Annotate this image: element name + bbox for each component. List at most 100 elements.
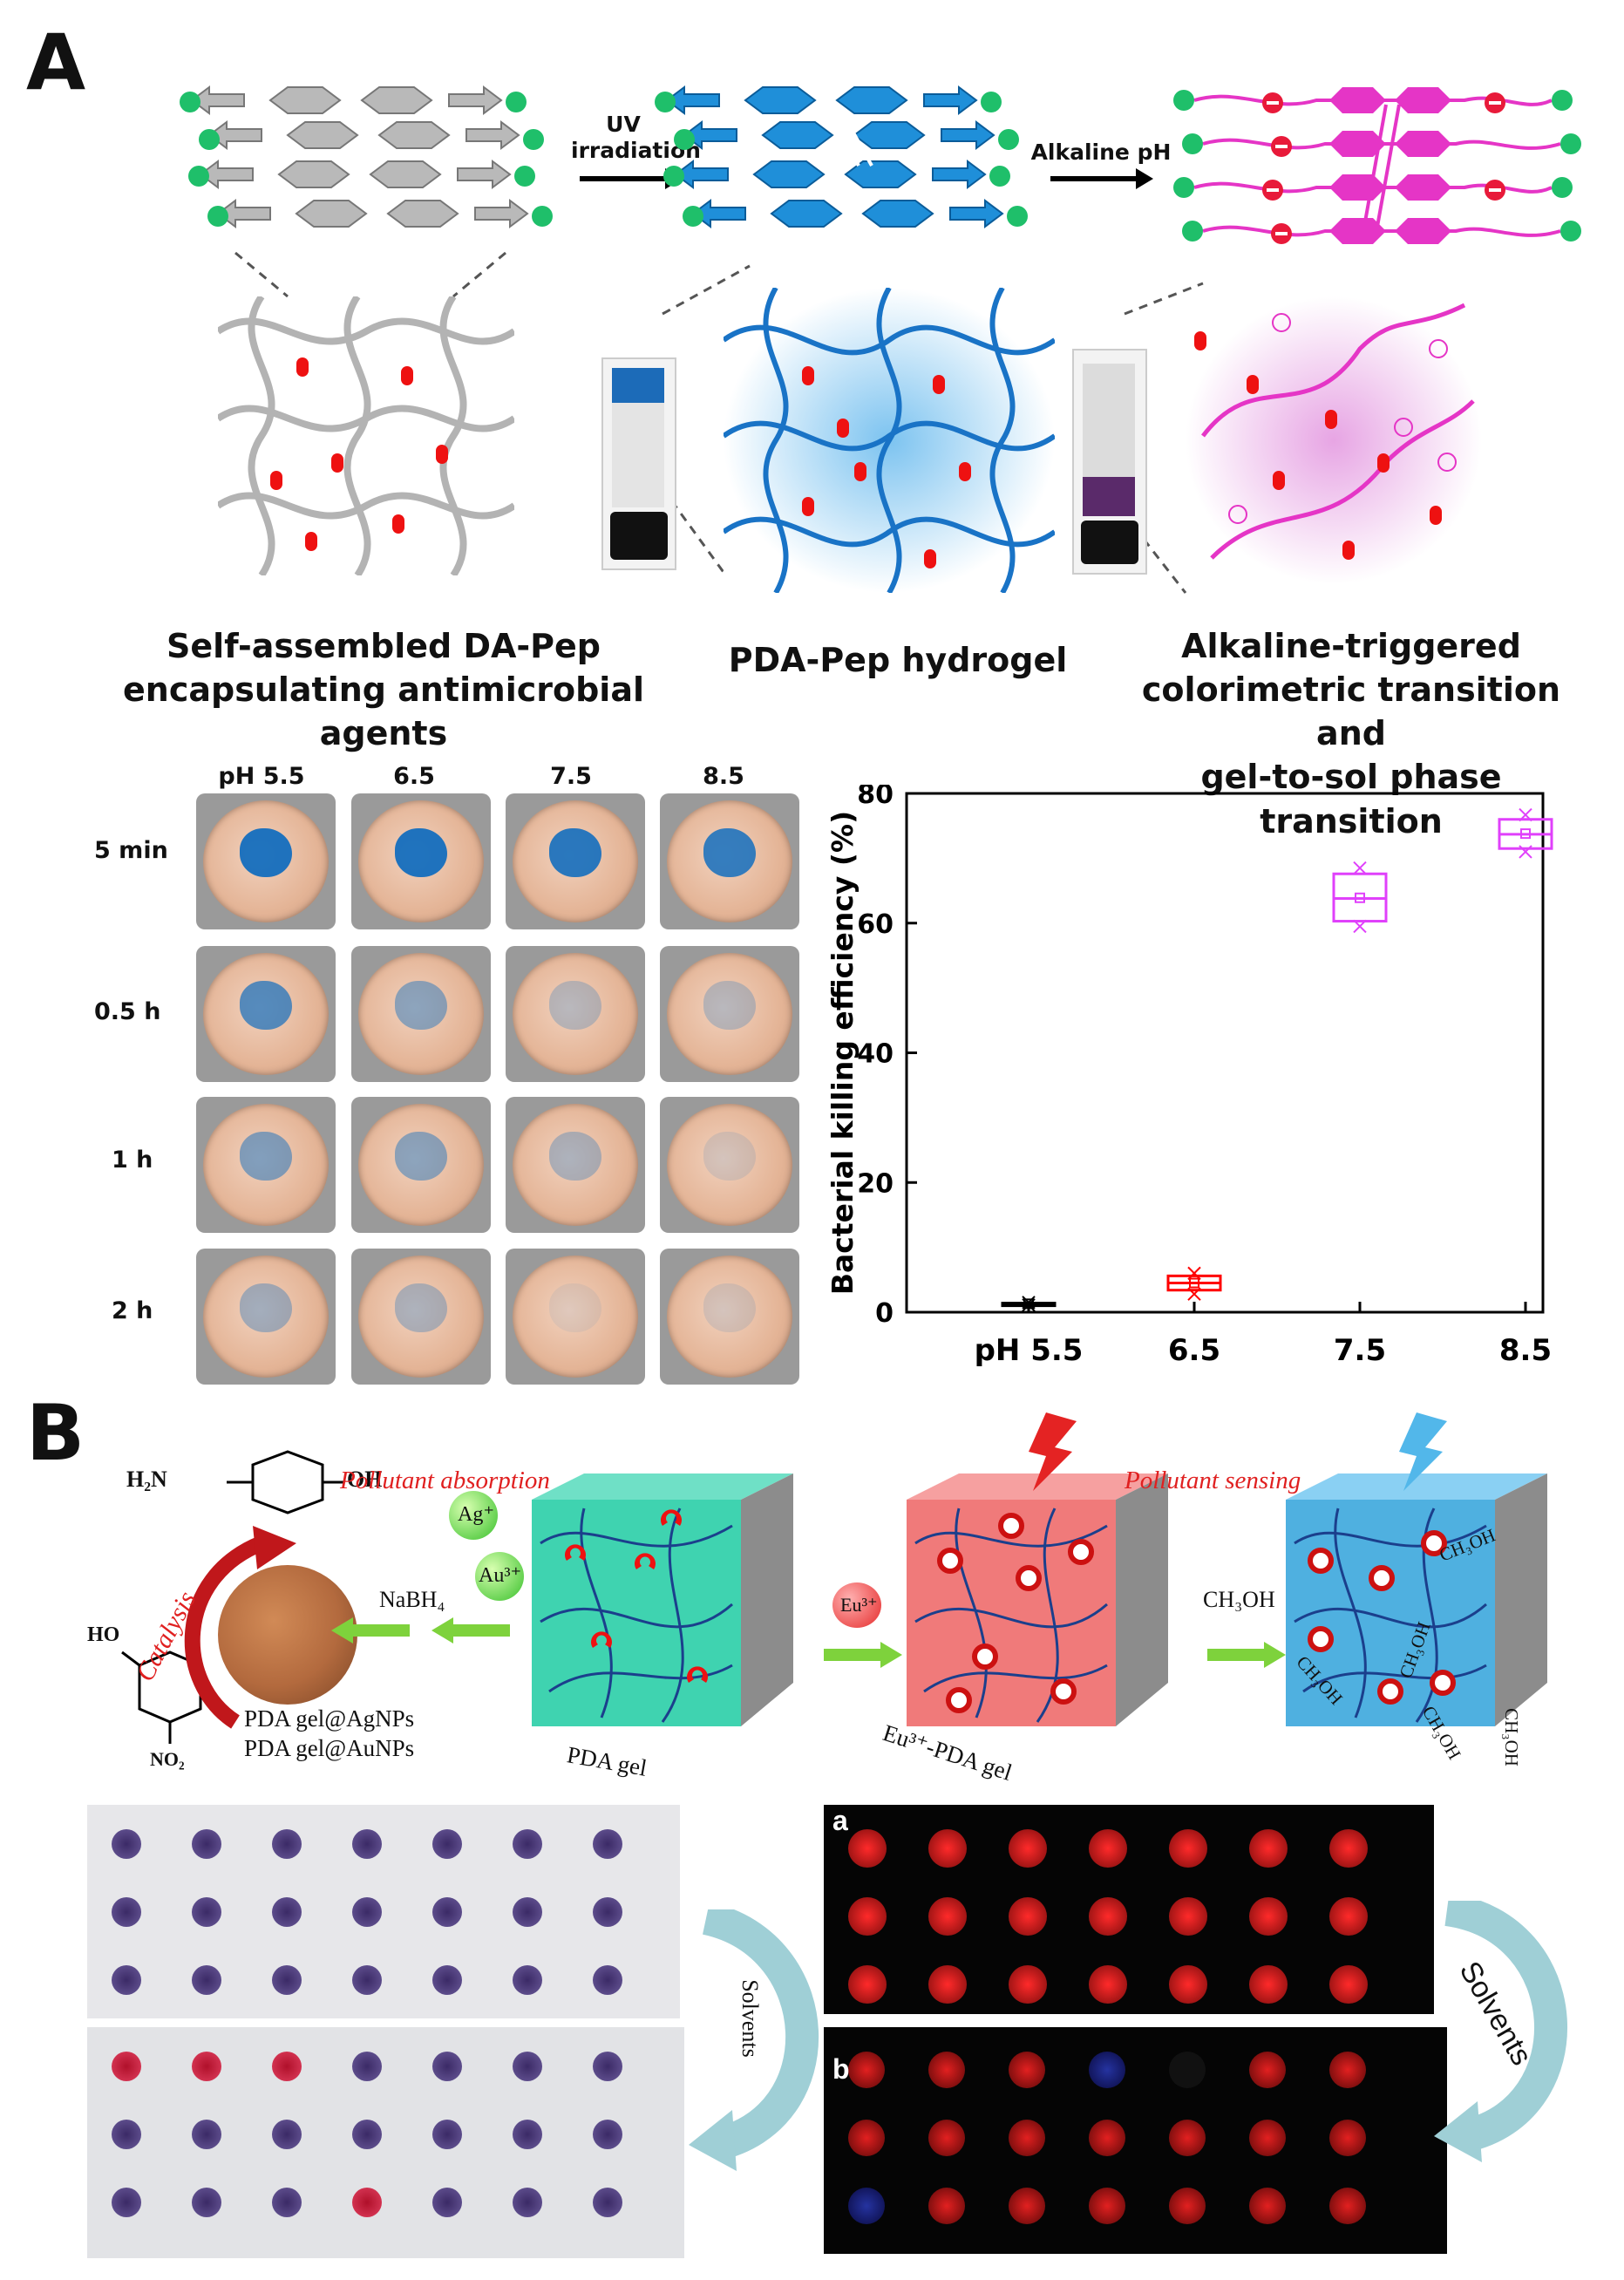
extreme-marker	[1022, 1298, 1036, 1312]
pollutant-absorption-label: Pollutant absorption	[340, 1467, 550, 1494]
sample-spot	[192, 2052, 221, 2081]
sample-spot	[1089, 1829, 1127, 1868]
reduction-arrows	[331, 1617, 510, 1644]
vial-purple-sol-photo	[1072, 349, 1147, 575]
sample-spot	[1089, 2188, 1125, 2224]
sample-spot	[352, 1829, 382, 1859]
hydrogel-well-photo	[660, 1249, 799, 1385]
nitrophenol-structure	[121, 1650, 202, 1744]
grid-col-head-3: 8.5	[703, 763, 744, 790]
sample-spot	[1249, 1965, 1288, 2004]
paper-dots-photo-top	[87, 1805, 680, 2018]
sample-spot	[112, 1897, 141, 1927]
nitrophenol-ho-label: HO	[87, 1623, 120, 1646]
sample-spot	[432, 2120, 462, 2149]
hydrogel-well-photo	[351, 793, 491, 929]
sample-spot	[1249, 1829, 1288, 1868]
sample-spot	[112, 1965, 141, 1995]
nanoparticle-gel-photo	[218, 1565, 357, 1705]
sample-spot	[1089, 1965, 1127, 2004]
sample-spot	[513, 2120, 542, 2149]
gel-products-label: PDA gel@AgNPs PDA gel@AuNPs	[244, 1705, 415, 1761]
y-tick-label: 20	[857, 1168, 894, 1199]
x-tick-label: 8.5	[1499, 1333, 1552, 1368]
sample-spot	[928, 1965, 967, 2004]
panel-b-letter: B	[26, 1388, 85, 1478]
sample-spot	[272, 2052, 302, 2081]
hydrogel-well-photo	[506, 1097, 645, 1233]
sample-spot	[1009, 2188, 1045, 2224]
hydrogel-well-photo	[351, 1097, 491, 1233]
sample-spot	[112, 2052, 141, 2081]
fluorescence-photo-a	[824, 1805, 1434, 2014]
sample-spot	[432, 2188, 462, 2217]
grid-row-head-0: 5 min	[94, 837, 168, 864]
au-ion-sphere	[475, 1552, 524, 1601]
sample-spot	[1249, 1897, 1288, 1936]
sample-spot	[1089, 1897, 1127, 1936]
ag-ion-label: Ag⁺	[458, 1503, 494, 1526]
sample-spot	[928, 2120, 965, 2156]
sample-spot	[1169, 1965, 1207, 2004]
alkaline-ph-label: Alkaline pH	[1030, 140, 1172, 165]
sample-spot	[1169, 2120, 1206, 2156]
hydrogel-well-photo	[351, 1249, 491, 1385]
green-arrow-ch3oh	[1207, 1642, 1286, 1668]
grid-col-head-1: 6.5	[393, 763, 435, 790]
sample-spot	[432, 1829, 462, 1859]
sample-spot	[352, 1897, 382, 1927]
sample-spot	[513, 1965, 542, 1995]
x-tick-label: 7.5	[1334, 1333, 1386, 1368]
sample-spot	[593, 1829, 622, 1859]
sample-spot	[1329, 2120, 1366, 2156]
extreme-marker	[1022, 1296, 1036, 1310]
eu-ion-label: Eu³⁺	[840, 1594, 878, 1616]
extreme-marker	[1519, 807, 1532, 822]
fluorescence-label-b: b	[832, 2053, 850, 2085]
sample-spot	[513, 2052, 542, 2081]
sample-spot	[1329, 2188, 1366, 2224]
sample-spot	[1009, 2052, 1045, 2088]
y-tick-label: 60	[857, 909, 894, 940]
hydrogel-well-photo	[196, 1097, 336, 1233]
sample-spot	[1249, 2052, 1286, 2088]
hydrogel-well-photo	[196, 1249, 336, 1385]
plot-frame	[905, 792, 1545, 1314]
sample-spot	[928, 2052, 965, 2088]
grid-row-head-3: 2 h	[112, 1297, 153, 1324]
da-pep-network	[218, 296, 514, 575]
grid-row-head-1: 0.5 h	[94, 998, 161, 1025]
y-tick-label: 80	[857, 785, 894, 810]
hydrogel-well-photo	[660, 793, 799, 929]
sample-spot	[192, 1965, 221, 1995]
grid-col-head-0: pH 5.5	[218, 763, 305, 790]
hydrogel-well-photo	[196, 793, 336, 929]
aminophenol-oh-label: OH	[347, 1467, 383, 1492]
eu-pda-gel-cube	[907, 1473, 1168, 1726]
sample-spot	[1169, 2052, 1206, 2088]
sample-spot	[513, 1829, 542, 1859]
sample-spot	[593, 1965, 622, 1995]
da-pep-stack-diagram	[180, 85, 553, 228]
sample-spot	[432, 2052, 462, 2081]
ch3oh-arrow-label: CH₃OH	[1203, 1587, 1275, 1612]
pollutant-sensing-label: Pollutant sensing	[1125, 1467, 1301, 1494]
sample-spot	[928, 2188, 965, 2224]
sample-spot	[1089, 2120, 1125, 2156]
sample-spot	[593, 2052, 622, 2081]
sample-spot	[352, 2120, 382, 2149]
aminophenol-h2n-label: H₂N	[126, 1467, 167, 1492]
sample-spot	[1329, 1965, 1368, 2004]
sample-spot	[352, 1965, 382, 1995]
extreme-marker	[1353, 861, 1367, 875]
sample-spot	[848, 2052, 885, 2088]
nitrophenol-no2-label: NO₂	[150, 1748, 185, 1770]
sample-spot	[272, 2120, 302, 2149]
ag-ion-sphere	[449, 1491, 498, 1540]
sample-spot	[928, 1829, 967, 1868]
hydrogel-well-photo	[506, 946, 645, 1082]
y-axis-label: Bacterial killing efficiency (%)	[826, 811, 860, 1295]
sample-spot	[272, 1897, 302, 1927]
extreme-marker	[1353, 919, 1367, 934]
